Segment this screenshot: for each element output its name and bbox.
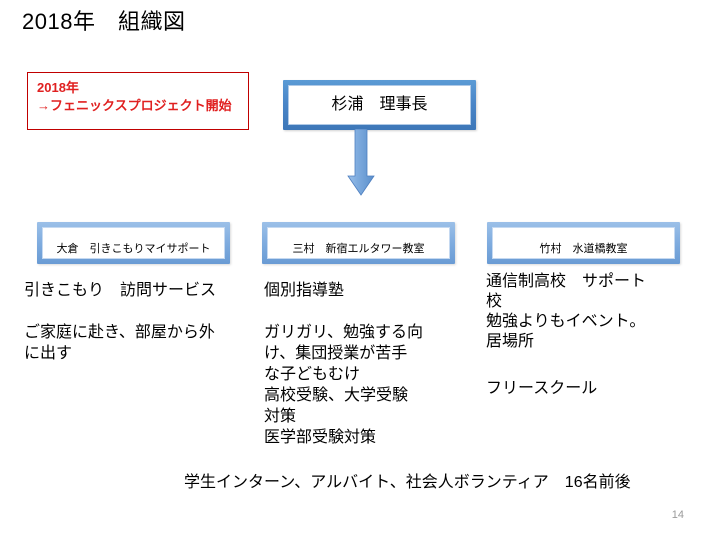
org-node-unit-1-label: 大倉 引きこもりマイサポート [56, 243, 211, 255]
org-node-unit-1-inner: 大倉 引きこもりマイサポート [42, 227, 225, 259]
page-title: 2018年 組織図 [22, 9, 186, 34]
unit-2-heading: 個別指導塾 [264, 282, 345, 299]
org-node-unit-2-inner: 三村 新宿エルタワー教室 [267, 227, 450, 259]
unit-3-note: フリースクール [486, 380, 598, 397]
org-node-unit-2: 三村 新宿エルタワー教室 [262, 222, 455, 264]
org-node-chairman-label: 杉浦 理事長 [331, 96, 428, 113]
org-node-unit-3-inner: 竹村 水道橋教室 [492, 227, 675, 259]
org-node-unit-2-label: 三村 新宿エルタワー教室 [292, 243, 425, 255]
unit-1-heading: 引きこもり 訪問サービス [24, 282, 217, 299]
callout-text: 2018年 →フェニックスプロジェクト開始 [37, 80, 232, 113]
org-node-chairman-inner: 杉浦 理事長 [288, 85, 471, 125]
unit-1-body: ご家庭に赴き、部屋から外 に出す [24, 324, 215, 362]
footer-text: 学生インターン、アルバイト、社会人ボランティア 16名前後 [184, 474, 631, 491]
unit-2-body: ガリガリ、勉強する向 け、集団授業が苦手 な子どもむけ 高校受験、大学受験 対策… [264, 324, 424, 446]
unit-3-body: 通信制高校 サポート 校 勉強よりもイベント。 居場所 [486, 273, 647, 350]
org-node-unit-1: 大倉 引きこもりマイサポート [37, 222, 230, 264]
callout-box: 2018年 →フェニックスプロジェクト開始 [27, 72, 249, 130]
page-number: 14 [671, 509, 684, 521]
org-node-unit-3-label: 竹村 水道橋教室 [539, 243, 628, 255]
down-arrow-icon [345, 128, 377, 199]
org-node-unit-3: 竹村 水道橋教室 [487, 222, 680, 264]
org-node-chairman: 杉浦 理事長 [283, 80, 476, 130]
